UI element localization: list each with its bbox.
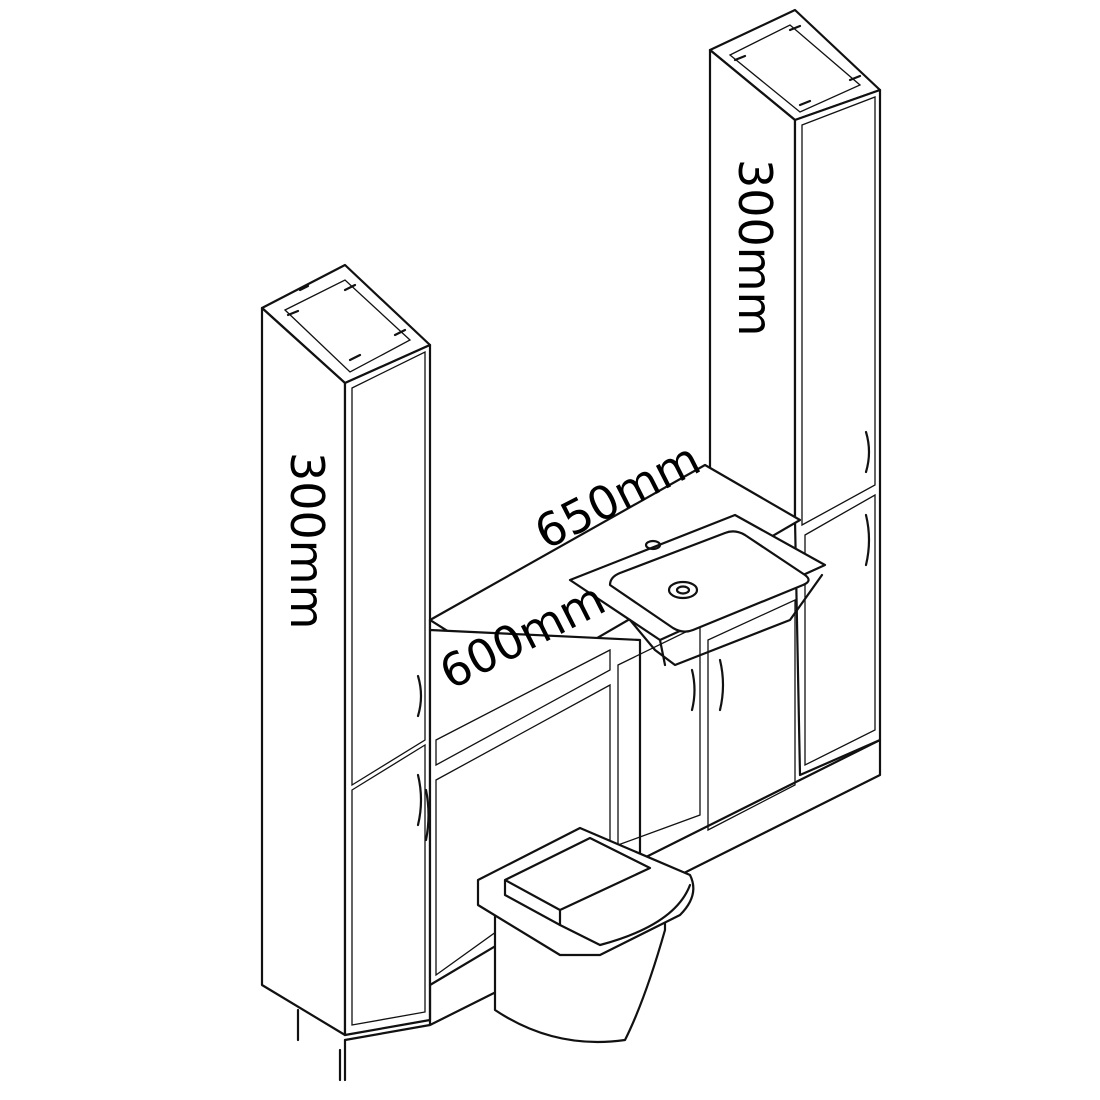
basin — [568, 513, 827, 667]
left-tall-height-label: 300mm — [280, 452, 334, 630]
toilet — [476, 826, 695, 1044]
left-tall-unit — [260, 263, 432, 1082]
right-tall-unit — [708, 8, 882, 777]
right-tall-height-label: 300mm — [728, 159, 782, 337]
